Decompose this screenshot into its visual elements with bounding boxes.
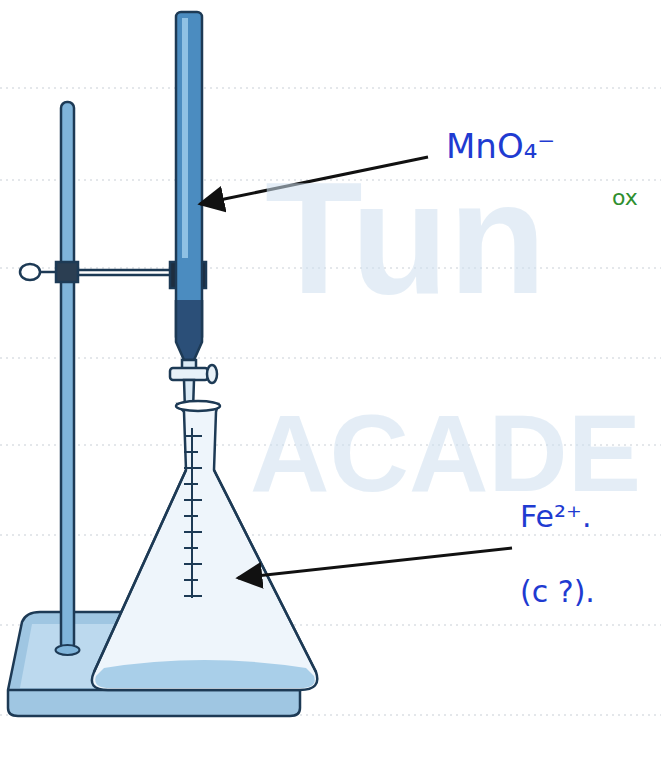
flask-graduations xyxy=(191,428,193,598)
graduation-tick xyxy=(184,515,198,517)
ruled-lines xyxy=(0,88,661,715)
annotation: ox xyxy=(612,186,638,210)
graduation-tick xyxy=(184,563,202,565)
graduation-tick xyxy=(184,579,198,581)
graduation-ticks xyxy=(184,436,202,596)
watermark: ACADE xyxy=(250,392,641,513)
graduation-tick xyxy=(184,499,202,501)
graduation-tick xyxy=(184,547,198,549)
annotation: (c ?). xyxy=(520,575,595,608)
burette xyxy=(170,12,217,440)
leader-arrow xyxy=(238,548,512,578)
chemical-formula: Fe²⁺. xyxy=(520,500,591,533)
graduation-tick xyxy=(184,435,202,437)
watermark: Tun xyxy=(265,150,546,326)
graduation-tick xyxy=(184,531,202,533)
graduation-tick xyxy=(184,467,202,469)
stand-rod xyxy=(56,102,80,655)
graduation-tick xyxy=(184,595,202,597)
graduation-tick xyxy=(184,483,198,485)
graduation-tick xyxy=(184,451,198,453)
